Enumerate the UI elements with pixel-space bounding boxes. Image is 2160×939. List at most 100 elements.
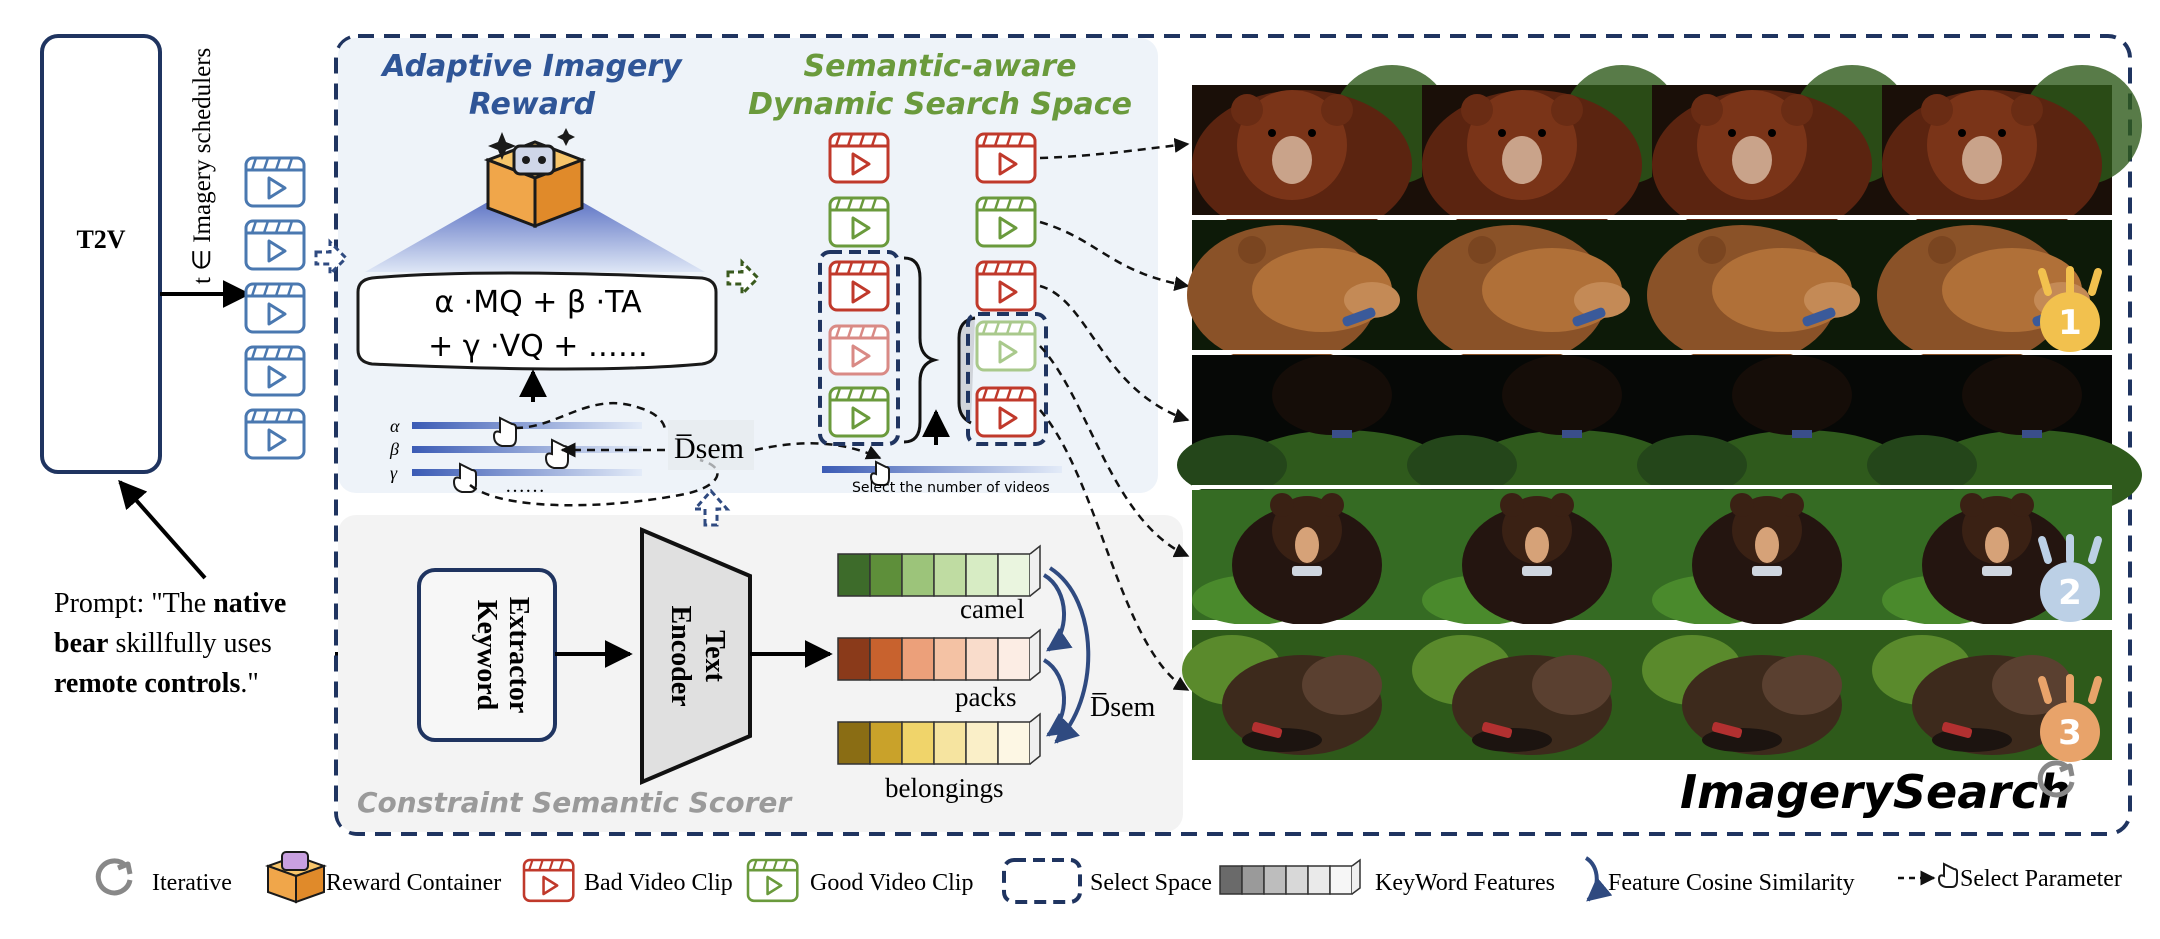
- keyword-packs: packs: [955, 682, 1016, 712]
- text-encoder-label: Text: [699, 630, 730, 683]
- prompt-line-3: remote controls.": [54, 668, 259, 699]
- result-row-1: [1192, 65, 2142, 240]
- video-frame: [1882, 65, 2142, 240]
- hand-pointer-icon: [1937, 862, 1958, 888]
- video-frame: [1652, 65, 1912, 240]
- bad-video-clip-icon: [828, 260, 890, 312]
- video-frame: [1192, 65, 1452, 240]
- keyword-extractor-label-2: Extractor: [503, 597, 534, 714]
- bad-video-clip-icon: [975, 386, 1037, 438]
- dsem-to-select-link: [754, 442, 882, 460]
- good-video-clip-icon: [975, 196, 1037, 248]
- iterative-icon: [2037, 760, 2075, 798]
- video-frame: [1642, 630, 1882, 760]
- text-encoder-shape: [640, 526, 752, 786]
- legend-bad-clip: Bad Video Clip: [584, 870, 733, 896]
- hand-pointer-icon: [869, 460, 890, 486]
- reward-title: Adaptive Imagery: [380, 49, 683, 84]
- video-clip-icon: [244, 156, 306, 208]
- scorer-title: Constraint Semantic Scorer: [357, 786, 793, 819]
- video-frame: [1412, 630, 1652, 760]
- rank-2-medal-icon: 2: [2038, 534, 2102, 622]
- alpha-slider[interactable]: [412, 422, 642, 429]
- rank-1-medal-icon: 1: [2038, 266, 2102, 352]
- generated-clips: [244, 156, 306, 460]
- t2v-box: [40, 34, 162, 474]
- search-space-title-2: Dynamic Search Space: [748, 87, 1132, 122]
- keyword-features-legend-icon: [1219, 858, 1361, 895]
- beta-label: β: [389, 439, 399, 459]
- param-ellipsis: ……: [505, 475, 545, 497]
- gamma-slider[interactable]: [412, 469, 642, 476]
- formula-line-2: + γ ·VQ + ……: [428, 329, 648, 364]
- select-space-box: [818, 250, 900, 446]
- legend-select-space: Select Space: [1090, 870, 1212, 896]
- legend-select-param: Select Parameter: [1960, 866, 2122, 892]
- rank-3-medal-icon: 3: [2038, 674, 2102, 762]
- imagery-search-frame: [334, 34, 2132, 836]
- prompt-line-1: Prompt: "The native: [54, 588, 286, 619]
- bad-video-clip-icon: [975, 132, 1037, 184]
- param-dashed-link: [469, 458, 719, 507]
- brace: [903, 256, 940, 444]
- dsem-label-2: D̅sem: [1090, 692, 1156, 723]
- parameter-sliders: α β γ ……: [389, 402, 719, 507]
- keyword-feature-belongings: [837, 712, 1041, 765]
- search-space-column-1: [818, 132, 900, 446]
- video-frame: [1187, 220, 1422, 365]
- hollow-arrow-icon: [726, 258, 761, 298]
- cosine-arc-legend-icon: [1584, 856, 1613, 902]
- cosine-similarity-arc: [1042, 658, 1073, 737]
- prompt-arrow: [118, 479, 207, 580]
- clip-to-result-links: [1039, 137, 1190, 692]
- good-video-clip-icon: [828, 196, 890, 248]
- dsem-label: D̅sem: [674, 432, 744, 465]
- result-row-5: [1182, 630, 2112, 760]
- good-video-clip-icon: [828, 386, 890, 438]
- result-row-2: [1187, 220, 2112, 365]
- legend: Iterative Reward Container Bad Video Cli…: [95, 851, 2122, 904]
- keyword-feature-packs: [837, 628, 1041, 681]
- keyword-feature-camel: [837, 544, 1041, 597]
- video-frame: [1422, 65, 1682, 240]
- beta-slider[interactable]: [412, 446, 642, 453]
- cosine-similarity-arc: [1042, 573, 1073, 652]
- iterative-icon: [95, 858, 133, 896]
- formula-box: [356, 271, 718, 371]
- video-frame: [1192, 490, 1422, 625]
- legend-good-clip: Good Video Clip: [810, 870, 973, 896]
- keyword-extractor-label: Keyword: [471, 600, 502, 711]
- search-space-column-2: [957, 132, 1048, 446]
- formula-line-1: α ·MQ + β ·TA: [434, 285, 642, 320]
- video-clip-icon: [244, 282, 306, 334]
- video-frame: [1647, 220, 1882, 365]
- svg-text:1: 1: [2058, 303, 2082, 343]
- select-number-label: Select the number of videos: [852, 480, 1050, 496]
- good-video-clip-icon: [975, 320, 1037, 372]
- video-clip-icon: [244, 408, 306, 460]
- t2v-label: T2V: [76, 225, 125, 254]
- video-clip-icon: [244, 219, 306, 271]
- video-frame: [1652, 490, 1882, 625]
- good-video-clip-icon: [746, 858, 799, 903]
- legend-reward-container: Reward Container: [326, 870, 501, 896]
- hollow-arrow-icon: [314, 238, 349, 278]
- bad-video-clip-icon: [522, 858, 575, 903]
- video-count-slider[interactable]: [822, 466, 1062, 473]
- hollow-up-arrow-icon: [691, 488, 731, 527]
- cosine-similarity-arc: [1048, 566, 1091, 744]
- select-space-legend-icon: [1002, 858, 1082, 904]
- video-frame: [1417, 220, 1652, 365]
- legend-keyword-features: KeyWord Features: [1375, 870, 1555, 896]
- video-clip-icon: [244, 345, 306, 397]
- prompt-line-2: bear skillfully uses: [54, 628, 272, 659]
- svg-text:2: 2: [2058, 573, 2082, 613]
- select-space-box: [966, 312, 1048, 446]
- alpha-label: α: [390, 416, 400, 436]
- reward-container-icon: [265, 851, 327, 904]
- reward-container-icon: [365, 128, 705, 272]
- param-dashed-link: [514, 402, 667, 431]
- bad-video-clip-icon: [828, 324, 890, 376]
- legend-cosine: Feature Cosine Similarity: [1608, 870, 1855, 896]
